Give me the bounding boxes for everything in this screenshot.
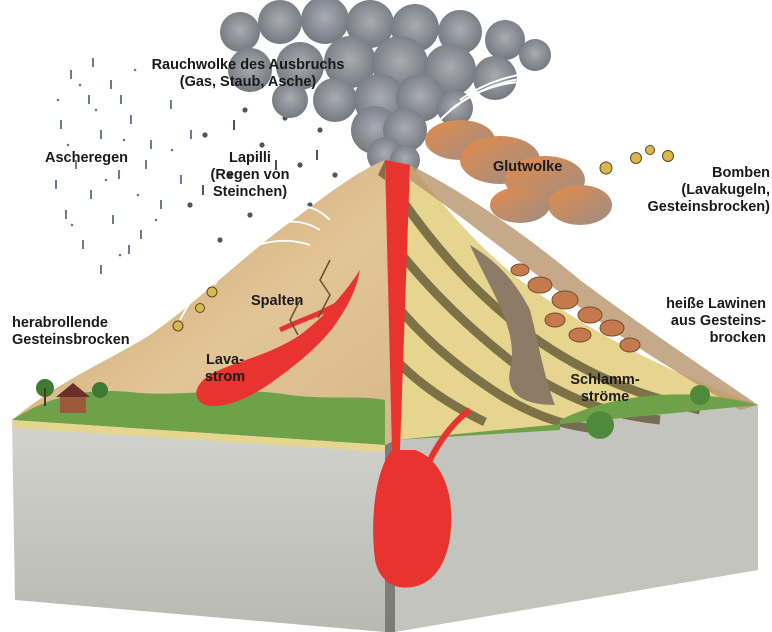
label-lava-flow: Lava- strom (195, 352, 255, 386)
label-mud-flows: Schlamm- ströme (555, 372, 655, 406)
label-lapilli: Lapilli (Regen von Steinchen) (195, 150, 305, 201)
label-smoke-cloud: Rauchwolke des Ausbruchs (Gas, Staub, As… (128, 57, 368, 91)
label-bombs: Bomben (Lavakugeln, Gesteinsbrocken) (622, 165, 770, 216)
label-cracks: Spalten (251, 293, 303, 310)
label-ash-rain: Ascheregen (45, 150, 128, 167)
label-hot-avalanches: heiße Lawinen aus Gesteins- brocken (630, 296, 766, 347)
label-rolling-rocks: herabrollende Gesteinsbrocken (12, 315, 130, 349)
label-glow-cloud: Glutwolke (493, 159, 562, 176)
